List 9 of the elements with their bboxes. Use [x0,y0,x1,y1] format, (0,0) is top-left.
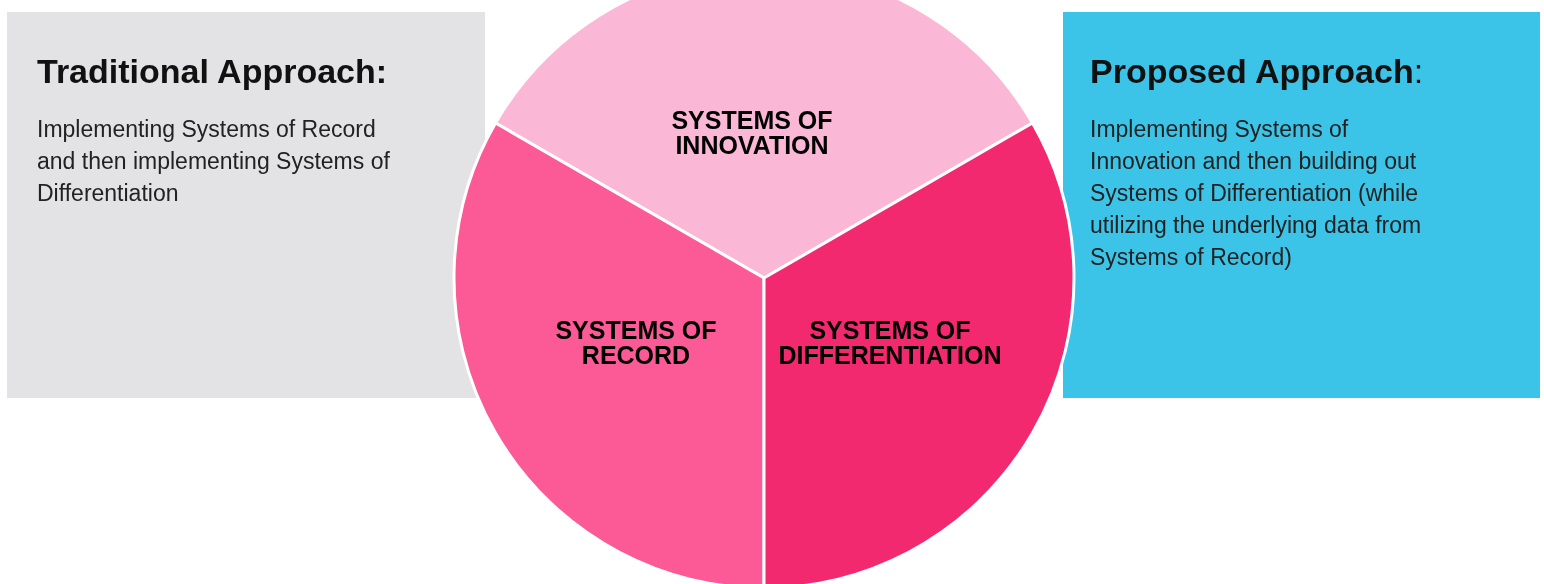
panel-description: Implementing Systems of Record and then implementing Systems of Differentiation [37,115,391,208]
text-panel [7,12,485,398]
segment-label: SYSTEMS OF INNOVATION [670,108,834,158]
text-panel [1063,12,1540,398]
panel-heading: Proposed Approach: [1090,52,1424,91]
segment-label: SYSTEMS OF DIFFERENTIATION [777,318,1003,368]
segment-label: SYSTEMS OF RECORD [554,318,718,368]
panel-heading: Traditional Approach: [37,52,388,91]
panel-description: Implementing Systems of Innovation and then building out Systems of Differentiation (while utilizing the underlying data from Systems of Record) [1090,115,1423,272]
